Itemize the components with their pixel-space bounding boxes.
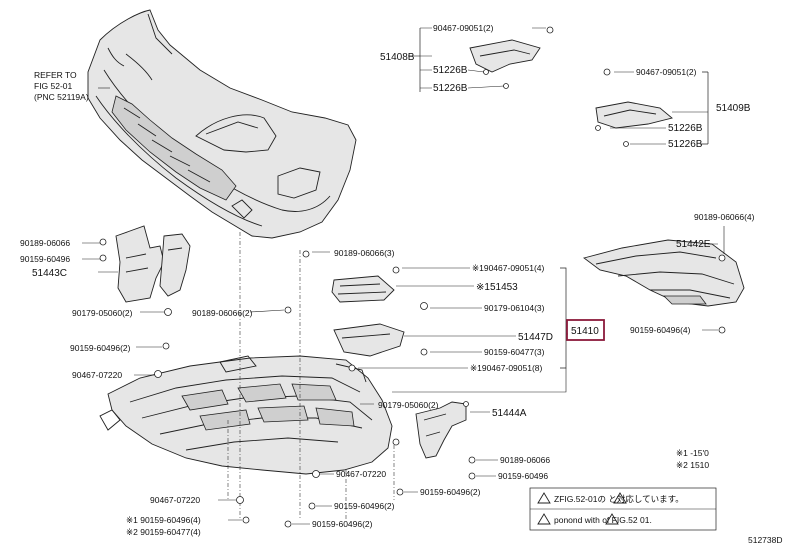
svg-text:90189-06066(3): 90189-06066(3) [334, 248, 395, 258]
warning-note-box: ZFIG.52-01の と対応しています。 ponond with of FIG… [529, 487, 717, 531]
svg-text:90189-06066: 90189-06066 [500, 455, 550, 465]
svg-text:90179-05060(2): 90179-05060(2) [72, 308, 133, 318]
svg-text:※151453: ※151453 [476, 282, 518, 293]
svg-text:90189-06066(4): 90189-06066(4) [694, 212, 755, 222]
svg-text:90467-07220: 90467-07220 [72, 370, 122, 380]
svg-text:90159-60477(3): 90159-60477(3) [484, 347, 545, 357]
svg-text:90159-60496(2): 90159-60496(2) [420, 487, 481, 497]
cover-51442e-group: 90189-06066(4) 51442E 90159-60496(4) [582, 212, 755, 335]
svg-text:※190467-09051(8): ※190467-09051(8) [470, 363, 543, 373]
svg-text:51226B: 51226B [433, 65, 468, 76]
svg-text:ZFIG.52-01の と対応しています。: ZFIG.52-01の と対応しています。 [554, 494, 684, 504]
svg-text:※2 90159-60477(4): ※2 90159-60477(4) [126, 527, 201, 537]
legend-notes: ※1 -15'0 ※2 1510 [676, 448, 709, 470]
center-callouts: 90189-06066(3) ※190467-09051(4) ※151453 … [302, 248, 568, 393]
svg-text:※190467-09051(4): ※190467-09051(4) [472, 263, 545, 273]
svg-text:FIG 52-01: FIG 52-01 [34, 81, 73, 91]
svg-text:51442E: 51442E [676, 239, 711, 250]
svg-text:51447D: 51447D [518, 332, 553, 343]
svg-text:51226B: 51226B [668, 123, 703, 134]
figure-code: 512738D [748, 535, 783, 545]
main-part-number-box[interactable]: 51410 [566, 319, 605, 341]
bracket-51443c-group: 90189-06066 90159-60496 51443C [20, 225, 191, 316]
svg-text:90159-60496(2): 90159-60496(2) [70, 343, 131, 353]
svg-text:51443C: 51443C [32, 268, 67, 279]
svg-text:※1 -15'0: ※1 -15'0 [676, 448, 709, 458]
bracket-51408b-group: 90467-09051(2) 51408B 51226B 51226B [380, 23, 554, 94]
bracket-51444a-group: 90179-05060(2) 51444A 90189-06066 90159-… [284, 400, 550, 529]
bracket-51409b-group: 90467-09051(2) 51409B 51226B 51226B [595, 67, 751, 150]
engine-under-cover-51410 [99, 355, 393, 475]
svg-text:90159-60496(2): 90159-60496(2) [312, 519, 373, 529]
alignment-lines [227, 232, 395, 520]
svg-text:90179-06104(3): 90179-06104(3) [484, 303, 545, 313]
svg-text:90467-09051(2): 90467-09051(2) [636, 67, 697, 77]
warning-triangle-icon [537, 492, 627, 525]
svg-text:51409B: 51409B [716, 103, 751, 114]
svg-text:51408B: 51408B [380, 52, 415, 63]
svg-text:(PNC 52119A): (PNC 52119A) [34, 92, 89, 102]
svg-text:ponond with of FIG.52 01: ponond with of FIG.52 01. [554, 515, 652, 525]
svg-text:90467-09051(2): 90467-09051(2) [433, 23, 494, 33]
svg-text:90159-60496(4): 90159-60496(4) [630, 325, 691, 335]
svg-text:90159-60496(2): 90159-60496(2) [334, 501, 395, 511]
svg-text:※1 90159-60496(4): ※1 90159-60496(4) [126, 515, 201, 525]
front-bumper-illustration [87, 9, 357, 239]
svg-text:90159-60496: 90159-60496 [20, 254, 70, 264]
svg-text:90189-06066: 90189-06066 [20, 238, 70, 248]
svg-text:REFER TO: REFER TO [34, 70, 77, 80]
svg-text:90189-06066(2): 90189-06066(2) [192, 308, 253, 318]
svg-text:51226B: 51226B [668, 139, 703, 150]
svg-text:90467-07220: 90467-07220 [336, 469, 386, 479]
refer-note: REFER TO FIG 52-01 (PNC 52119A) [34, 70, 110, 102]
svg-text:90179-05060(2): 90179-05060(2) [378, 400, 439, 410]
left-fasteners: 90179-05060(2) 90189-06066(2) 90159-6049… [70, 306, 292, 380]
svg-text:90467-07220: 90467-07220 [150, 495, 200, 505]
svg-text:51410: 51410 [571, 326, 599, 337]
svg-text:51226B: 51226B [433, 83, 468, 94]
svg-text:51444A: 51444A [492, 408, 527, 419]
bottom-left-callouts: 90467-07220 ※1 90159-60496(4) ※2 90159-6… [126, 495, 250, 537]
svg-text:90159-60496: 90159-60496 [498, 471, 548, 481]
svg-text:※2 1510: ※2 1510 [676, 460, 709, 470]
